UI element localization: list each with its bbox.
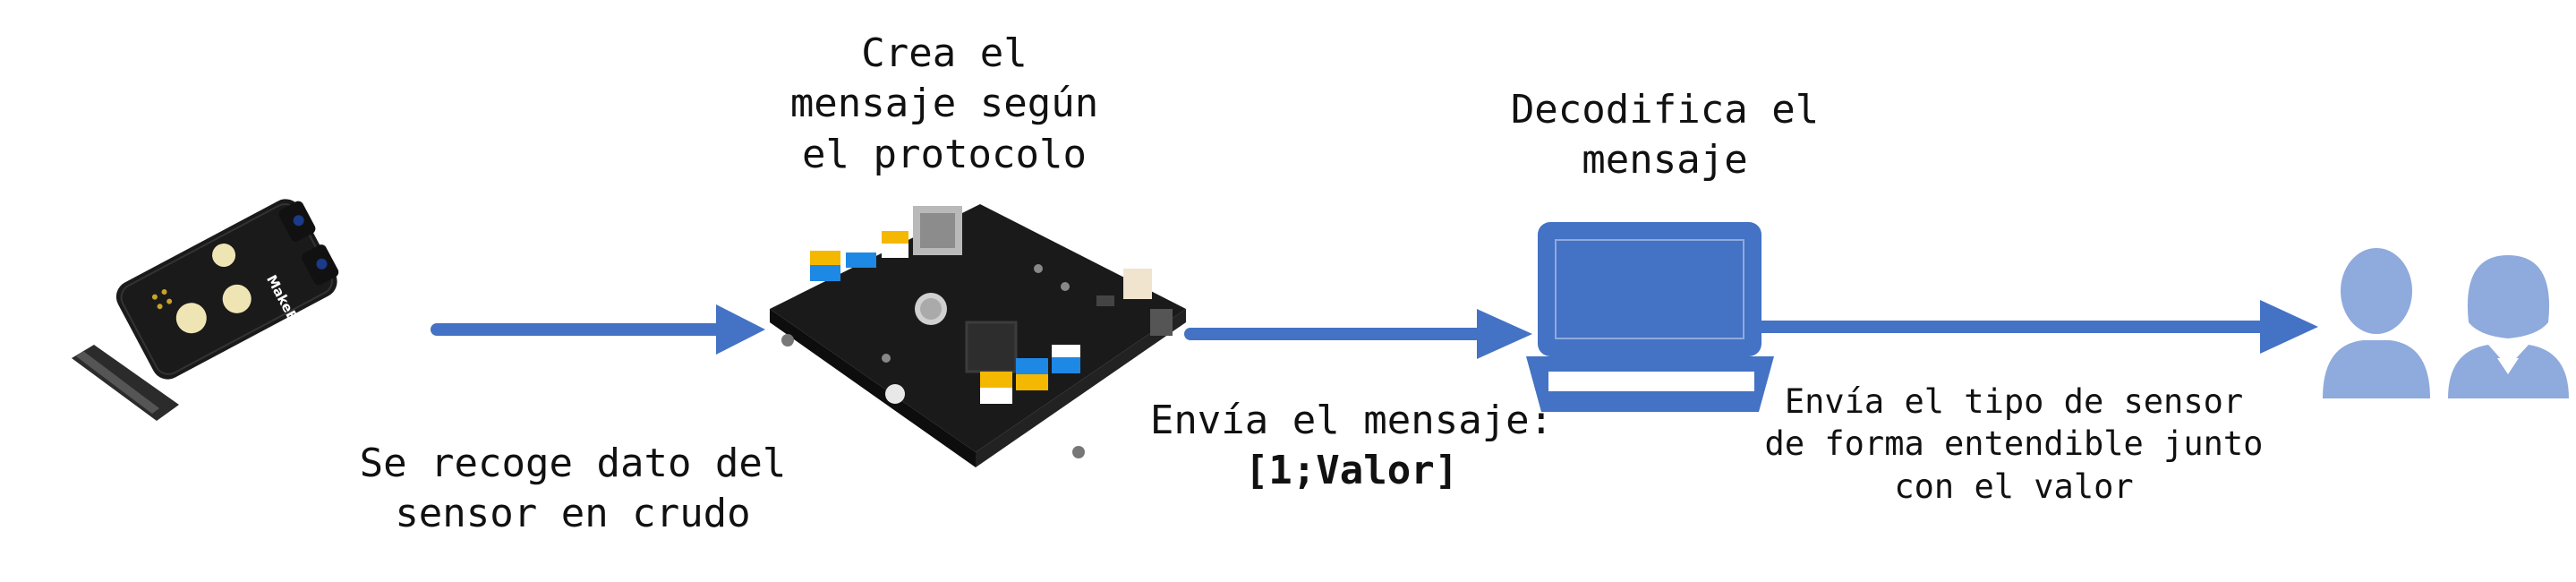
arrow-board-to-laptop-head xyxy=(1477,309,1532,359)
label-envia-tipo-sensor: Envía el tipo de sensor de forma entendi… xyxy=(1764,382,2264,506)
controller-board-icon xyxy=(770,204,1186,467)
female-user-icon xyxy=(2448,255,2569,398)
label-crea-mensaje: Crea el mensaje según el protocolo xyxy=(789,30,1099,177)
label-decodifica-mensaje: Decodifica el mensaje xyxy=(1510,87,1820,184)
laptop-icon xyxy=(1526,222,1774,412)
label-mensaje-valor: [1;Valor] xyxy=(1244,448,1459,493)
label-recoge-dato: Se recoge dato del sensor en crudo xyxy=(359,441,787,537)
label-envia-mensaje: Envía el mensaje: xyxy=(1149,398,1554,443)
arrow-sensor-to-board-head xyxy=(716,304,765,355)
arrow-laptop-to-users-head xyxy=(2260,300,2318,354)
male-user-icon xyxy=(2323,248,2430,398)
sensor-module-icon: MakeBlock xyxy=(72,199,339,421)
